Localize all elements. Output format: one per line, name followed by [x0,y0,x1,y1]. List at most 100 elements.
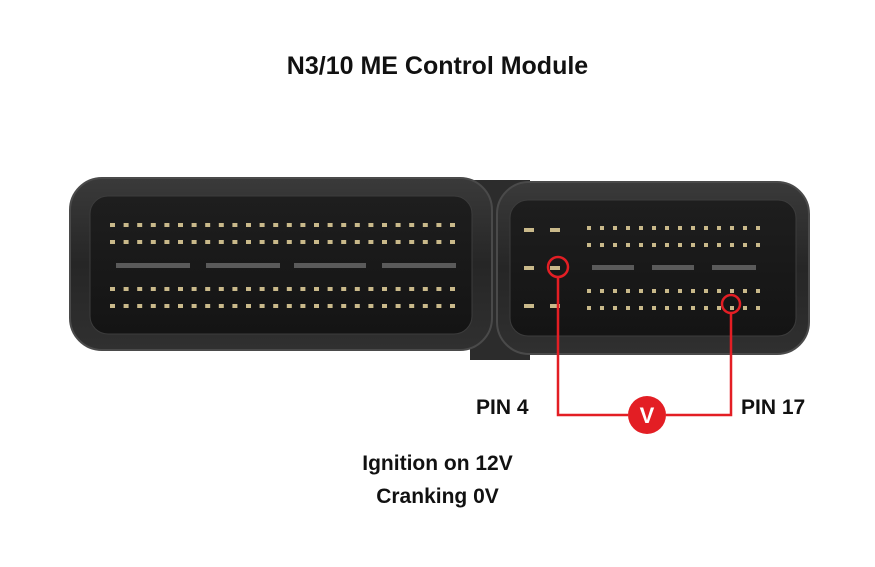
connector-pin [730,226,734,230]
connector-pin [354,240,360,244]
connector-pin [678,306,682,310]
connector-pin [259,240,265,244]
connector-pin [613,243,617,247]
connector-pin [300,287,306,291]
connector-pin [327,223,333,227]
connector-pin [422,287,428,291]
connector-pin [382,304,387,308]
connector-pin [314,223,319,227]
connector-pin [730,243,734,247]
page-title: N3/10 ME Control Module [286,52,589,80]
connector-pin [626,289,630,293]
connector-pin [613,226,617,230]
connector-pin [450,223,455,227]
connector-pin [259,287,265,291]
connector-pin [205,240,211,244]
connector-pin [191,304,197,308]
connector-pin [178,240,183,244]
connector-pin [150,223,156,227]
connector-pin [717,226,721,230]
connector-pin [678,226,682,230]
connector-pin [341,287,347,291]
connector-pin [137,240,143,244]
connector-pin [178,223,183,227]
voltmeter-symbol: V [640,403,655,428]
connector-pin [639,243,643,247]
connector-pin [395,287,401,291]
connector-pin [205,304,211,308]
connector-pin [286,240,292,244]
connector-pin [382,287,387,291]
connector-pin [600,243,604,247]
small-connector-pins [524,226,760,310]
connector-pin [691,306,695,310]
connector-pin [246,223,251,227]
connector-pin [232,304,238,308]
connector-pin [110,287,115,291]
connector-pin [368,304,374,308]
connector-pin [665,243,669,247]
connector-pin [246,304,251,308]
connector-pin [178,287,183,291]
connector-pin [110,223,115,227]
connector-pin [232,287,238,291]
connector-pin [150,240,156,244]
connector-pin [110,304,115,308]
connector-pin [368,287,374,291]
connector-pin [717,243,721,247]
connector-pin [450,240,455,244]
connector-slot [712,265,756,270]
connector-pin [123,304,129,308]
connector-pin [218,223,224,227]
connector-pin [314,287,319,291]
connector-pin [652,306,656,310]
connector-pin [191,287,197,291]
connector-pin [382,240,387,244]
connector-pin [524,228,534,232]
connector-pin [178,304,183,308]
connector-pin [314,240,319,244]
connector-pin [300,240,306,244]
connector-pin [164,304,170,308]
meter-wiring [546,255,742,417]
connector-pin [436,304,442,308]
cranking-note: Cranking 0V [376,485,499,508]
connector-pin [232,240,238,244]
connector-pin [600,226,604,230]
connector-pin [300,304,306,308]
connector-pin [652,289,656,293]
connector-pin [587,243,591,247]
connector-pin [123,240,129,244]
connector-pin [395,223,401,227]
connector-pin [368,223,374,227]
connector-pin [704,289,708,293]
connector-pin [205,287,211,291]
connector-pin [164,287,170,291]
connector-pin [218,304,224,308]
connector-pin [422,304,428,308]
connector-pin [286,223,292,227]
connector-pin [717,306,721,310]
connector-pin [123,287,129,291]
connector-pin [678,243,682,247]
connector-pin [327,287,333,291]
connector-pin [743,243,747,247]
connector-pin [436,223,442,227]
ignition-note: Ignition on 12V [362,452,513,475]
connector-slot [116,263,190,268]
connector-pin [600,289,604,293]
connector-pin [665,289,669,293]
connector-pin [273,304,279,308]
connector-pin [273,240,279,244]
connector-pin [717,289,721,293]
connector-pin [150,304,156,308]
connector-pin [341,304,347,308]
connector-pin [246,287,251,291]
connector-pin [123,223,129,227]
connector-pin [691,243,695,247]
connector-pin [164,240,170,244]
connector-pin [164,223,170,227]
connector-pin [704,306,708,310]
